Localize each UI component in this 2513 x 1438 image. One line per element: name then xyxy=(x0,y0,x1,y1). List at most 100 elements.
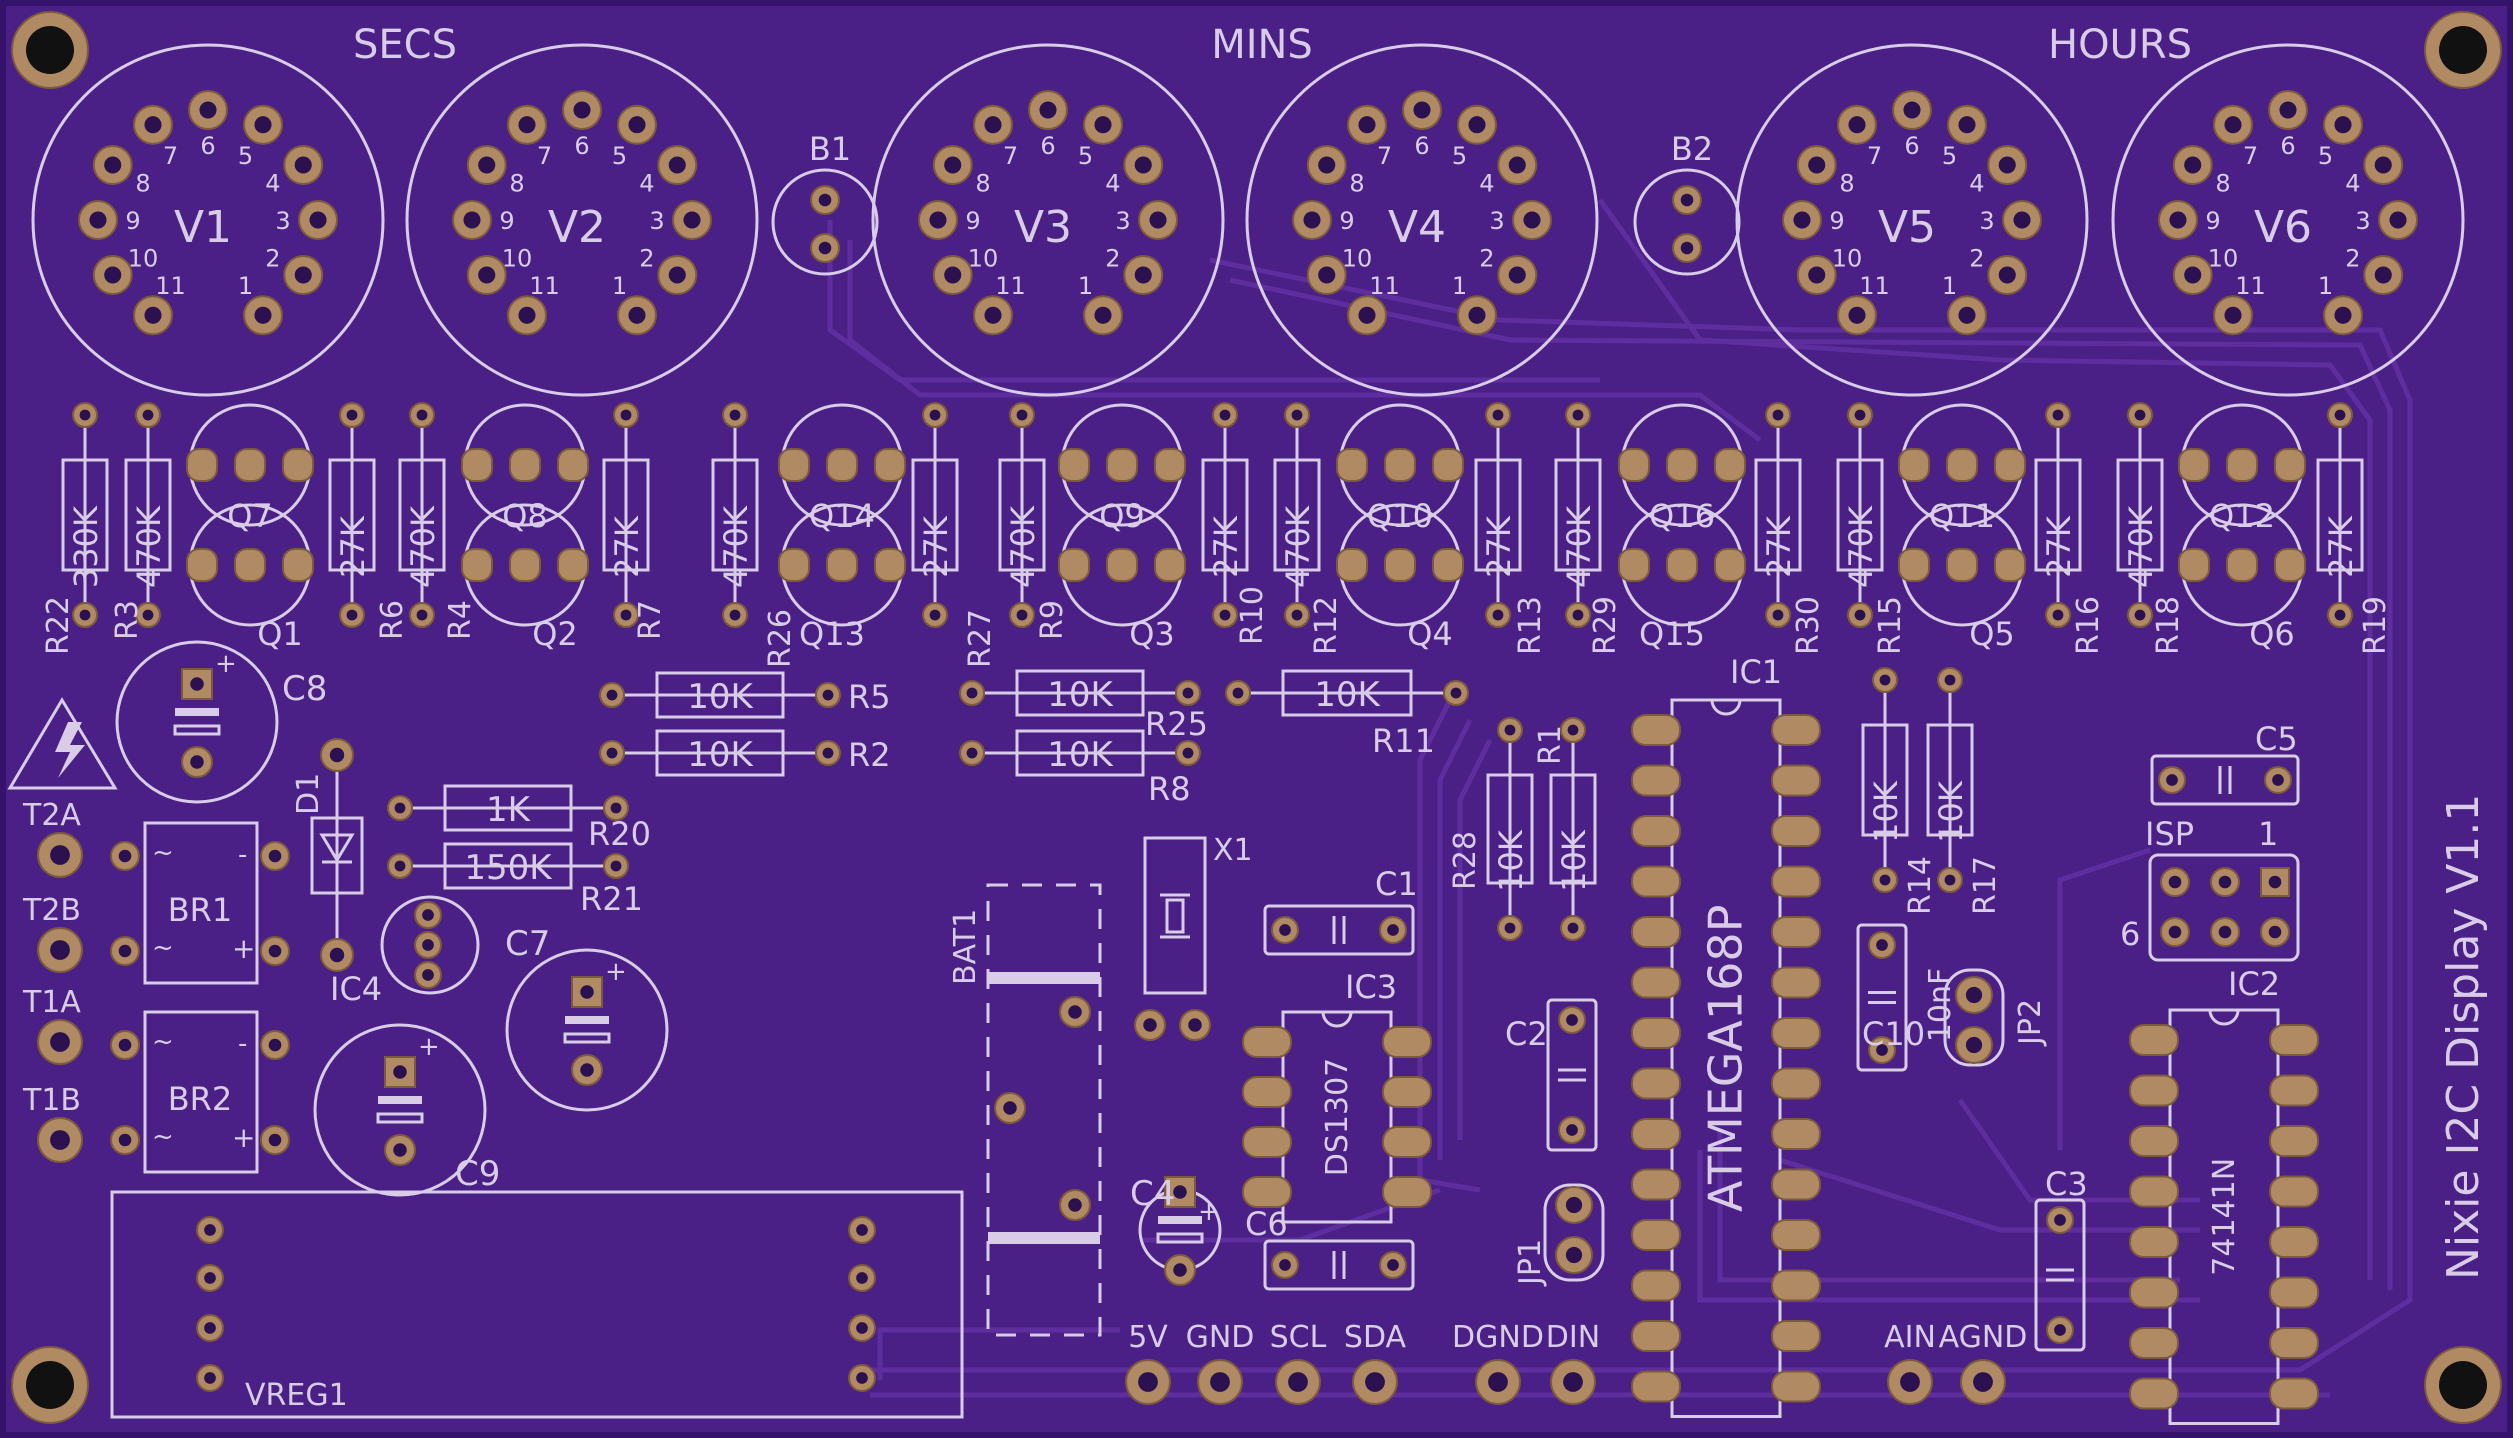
board-title[interactable]: Nixie I2C Display V1.1 xyxy=(2438,794,2489,1280)
connector-label: AIN xyxy=(1884,1320,1936,1355)
capacitor-pin xyxy=(1379,916,1407,944)
jumper-jp1[interactable]: JP1 xyxy=(1513,1183,1605,1287)
neon-bulb-b2[interactable]: B2 xyxy=(1633,130,1741,276)
drill-hole xyxy=(2168,875,2182,889)
capacitor-c6[interactable]: C6 xyxy=(1245,1205,1415,1291)
tube-pin xyxy=(133,295,173,336)
resistor-value: 470K xyxy=(130,505,168,588)
resistor-[interactable]: 27K xyxy=(328,402,376,628)
bulb-pin xyxy=(810,185,840,215)
ic-pin xyxy=(2269,1327,2319,1359)
bridge-br1[interactable]: ~~-+BR1 xyxy=(110,821,290,985)
tube-pin xyxy=(2323,104,2363,145)
transistor-ref-top: Q14 xyxy=(809,497,875,535)
capacitor-c10[interactable]: C10 xyxy=(1856,923,1925,1072)
resistor-value: 470K xyxy=(2122,505,2160,588)
label-mins: MINS xyxy=(1211,22,1313,68)
voltage-regulator-vreg1[interactable]: VREG1 xyxy=(110,1190,964,1419)
transistor-pin xyxy=(1618,548,1650,582)
terminal-t2b[interactable]: T2B xyxy=(22,893,83,973)
battery-bat1[interactable]: BAT1 xyxy=(948,883,1102,1337)
resistor-ref: R13 xyxy=(1513,596,1548,655)
connector-dgnd[interactable]: DGND xyxy=(1452,1320,1544,1405)
terminal-t2a[interactable]: T2A xyxy=(22,798,83,878)
connector-agnd[interactable]: AGND xyxy=(1939,1320,2028,1405)
capacitor-c2[interactable]: C2 xyxy=(1505,998,1598,1152)
capacitor-c5[interactable]: C5 xyxy=(2150,720,2300,806)
resistor-pin xyxy=(603,795,629,821)
capacitor-c8[interactable]: +C8 xyxy=(115,640,327,804)
capacitor-c3[interactable]: C3 xyxy=(2034,1165,2088,1352)
crystal-x1[interactable]: X1 xyxy=(1134,833,1253,1041)
capacitor-c4[interactable]: +C4 xyxy=(1130,1174,1222,1286)
terminal-t1a[interactable]: T1A xyxy=(22,985,83,1065)
connector-pad xyxy=(1197,1359,1243,1405)
terminal-t1b[interactable]: T1B xyxy=(22,1083,83,1163)
drill-hole xyxy=(1958,116,1976,134)
jumper-jp2[interactable]: JP2 xyxy=(1943,968,2048,1067)
connector-5v[interactable]: 5V xyxy=(1125,1320,1171,1405)
connector-ain[interactable]: AIN xyxy=(1884,1320,1936,1405)
diode-d1[interactable]: D1 xyxy=(291,738,364,972)
connector-gnd[interactable]: GND xyxy=(1186,1320,1255,1405)
resistor-pin xyxy=(1284,402,1310,428)
capacitor-c1[interactable]: C1 xyxy=(1263,865,1418,956)
neon-bulb-b1[interactable]: B1 xyxy=(771,130,879,276)
ic-ic4[interactable]: IC4 xyxy=(330,895,480,1008)
connector-din[interactable]: DIN xyxy=(1546,1320,1600,1405)
capacitor-c9[interactable]: +C9 xyxy=(313,1023,500,1197)
bridge-br2[interactable]: ~~-+BR2 xyxy=(110,1010,290,1174)
connector-sda[interactable]: SDA xyxy=(1344,1320,1407,1405)
connector-pad xyxy=(1550,1359,1596,1405)
capacitor-ref: C6 xyxy=(1245,1205,1288,1243)
capacitor-c7[interactable]: +C7 xyxy=(505,924,669,1112)
connector-scl[interactable]: SCL xyxy=(1270,1320,1327,1405)
transistor-pin xyxy=(1336,548,1368,582)
